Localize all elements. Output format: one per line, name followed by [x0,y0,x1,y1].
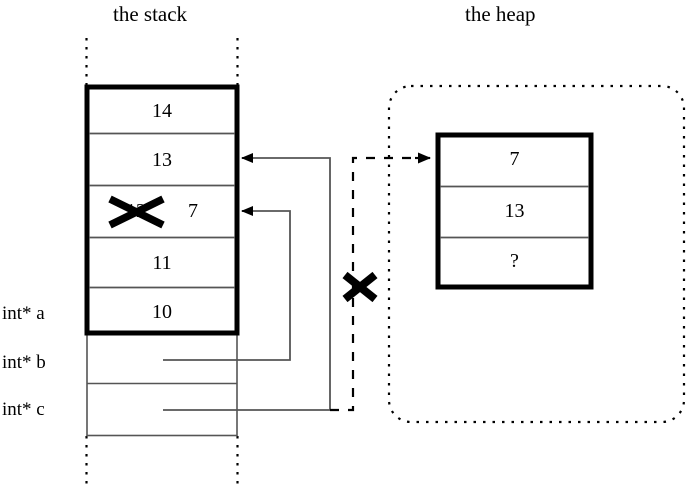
dangling-pointer-x-icon [342,271,378,303]
heap-region-boundary [387,84,686,424]
stack-cell-value-1: 13 [152,149,172,171]
variable-label-a: int* a [2,303,45,324]
heap-title: the heap [465,2,536,26]
pointer-line-b [163,206,291,361]
stack-cell-value-4: 10 [152,301,172,323]
heap-cell-value-1: 13 [504,200,525,222]
pointer-line-c [163,153,331,411]
stack-pointer-cells [86,332,238,437]
stack-cell-value-2-new: 7 [188,200,198,222]
stack-cell-value-0: 14 [152,100,172,122]
heap-cell-value-0: 7 [509,148,520,170]
stack-guide-dotted-top [85,38,239,86]
stack-cell-value-2-old: 12 [126,200,146,222]
stack-guide-dotted-bottom [85,436,239,486]
heap-cell-value-2: ? [510,250,519,272]
stack-cell-value-3: 11 [152,252,172,274]
heap-block [435,132,594,290]
dangling-pointer-dashed-line [330,152,431,412]
crossed-out-value-x-icon [108,195,165,229]
variable-label-b: int* b [2,352,46,373]
stack-allocated-frame [84,84,240,336]
stack-title: the stack [113,2,188,26]
variable-label-c: int* c [2,399,45,420]
